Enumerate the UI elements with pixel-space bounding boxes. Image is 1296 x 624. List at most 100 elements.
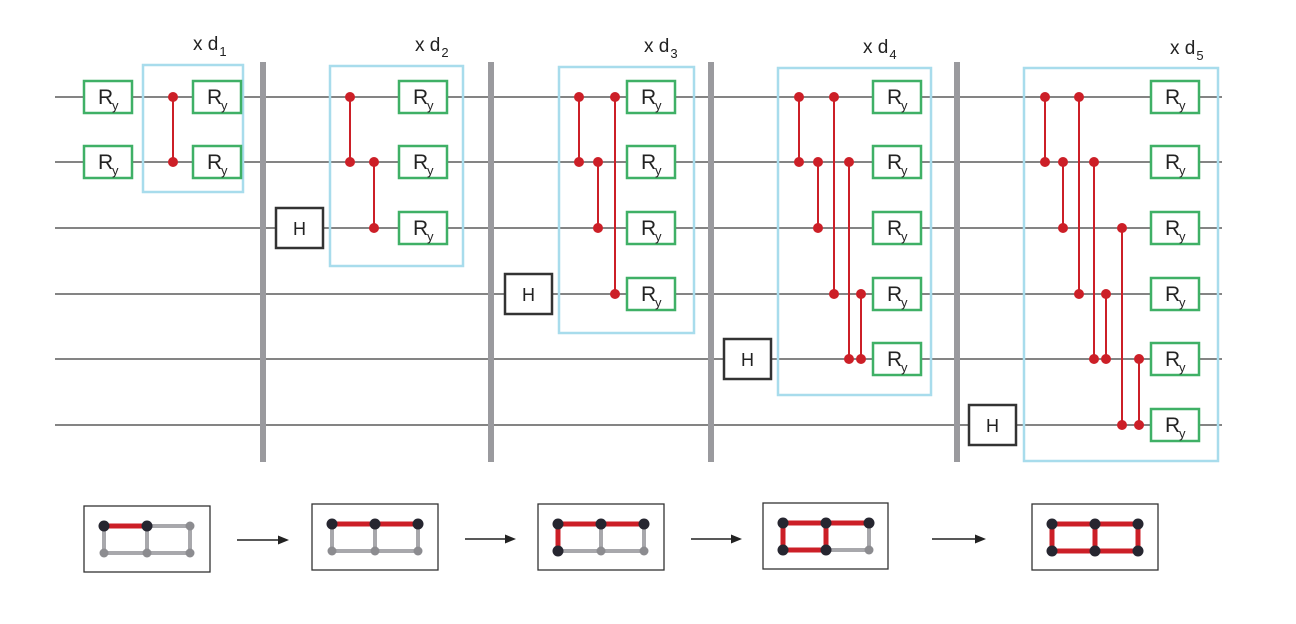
ry-gate-box	[625, 79, 677, 115]
ry-gate: Ry	[397, 210, 449, 246]
ry-gate-subscript: y	[655, 295, 662, 310]
h-gate-box	[722, 337, 773, 381]
repeat-label-text: x d	[415, 35, 440, 56]
cz-control-dot	[1074, 289, 1084, 299]
cz-control-dot	[829, 289, 839, 299]
lattice-node-inactive	[142, 548, 152, 558]
cz-control-dot	[829, 92, 839, 102]
lattice-node-active	[552, 518, 564, 530]
repeat-label-subscript: 1	[219, 44, 226, 59]
ry-gate-label: R	[1165, 414, 1180, 437]
lattice-node-active	[369, 518, 381, 530]
cz-gate	[168, 92, 178, 167]
lattice-node-inactive	[327, 546, 337, 556]
ry-gate-label: R	[887, 283, 902, 306]
lattice-node-active	[1046, 518, 1058, 530]
ry-gate-box	[1149, 407, 1201, 443]
lattice-panel	[1031, 503, 1159, 571]
ry-gate-subscript: y	[901, 295, 908, 310]
cz-control-dot	[1040, 157, 1050, 167]
ry-gate-box	[1149, 276, 1201, 312]
lattice-node-inactive	[370, 546, 380, 556]
repeat-label-subscript: 4	[889, 47, 896, 62]
ry-gate-subscript: y	[901, 229, 908, 244]
repeat-label-subscript: 5	[1196, 48, 1203, 63]
ry-gate-subscript: y	[1179, 98, 1186, 113]
ry-gate-box	[82, 79, 134, 115]
cz-control-dot	[1101, 354, 1111, 364]
lattice-node-active	[552, 545, 564, 557]
ry-gate-label: R	[887, 151, 902, 174]
cz-gate	[829, 92, 839, 299]
h-gate-box	[503, 272, 554, 316]
repeat-label-text: x d	[1170, 38, 1195, 59]
cz-gate	[369, 157, 379, 233]
ry-gate-subscript: y	[655, 98, 662, 113]
ry-gate-box	[871, 210, 923, 246]
ry-gate: Ry	[625, 79, 677, 115]
cz-gate	[1089, 157, 1099, 364]
ry-gate-box	[191, 144, 243, 180]
cz-control-dot	[794, 157, 804, 167]
cz-gate	[856, 289, 866, 364]
ry-gate-subscript: y	[1179, 360, 1186, 375]
ry-gate-label: R	[413, 86, 428, 109]
ry-gate-label: R	[641, 151, 656, 174]
cz-control-dot	[813, 157, 823, 167]
ry-gate-label: R	[887, 217, 902, 240]
lattice-node-active	[1132, 518, 1144, 530]
cz-control-dot	[1089, 157, 1099, 167]
lattice-node-inactive	[99, 548, 109, 558]
arrow-head	[278, 535, 289, 545]
ry-gate-label: R	[887, 86, 902, 109]
cz-control-dot	[844, 354, 854, 364]
ry-gate: Ry	[871, 210, 923, 246]
ry-gate-box	[871, 276, 923, 312]
ry-gate-box	[1149, 144, 1201, 180]
ry-gate-label: R	[887, 348, 902, 371]
cz-control-dot	[1074, 92, 1084, 102]
ry-gate-subscript: y	[221, 163, 228, 178]
ry-gate-box	[871, 341, 923, 377]
ry-gate: Ry	[625, 144, 677, 180]
ry-gate: Ry	[1149, 276, 1201, 312]
repeat-label-text: x d	[644, 36, 669, 57]
ry-gate: Ry	[871, 276, 923, 312]
h-gate-label: H	[986, 416, 999, 436]
ry-gate-subscript: y	[901, 98, 908, 113]
ry-gate: Ry	[82, 79, 134, 115]
cz-gate	[574, 92, 584, 167]
sequence-arrow-icon	[465, 534, 516, 544]
ry-gate-subscript: y	[427, 229, 434, 244]
cz-control-dot	[168, 92, 178, 102]
ry-gate-label: R	[98, 151, 113, 174]
lattice-node-active	[820, 517, 832, 529]
cz-control-dot	[345, 92, 355, 102]
ry-gate-subscript: y	[1179, 229, 1186, 244]
ry-gate-subscript: y	[221, 98, 228, 113]
cz-control-dot	[593, 157, 603, 167]
h-gate-label: H	[741, 350, 754, 370]
cz-gate	[345, 92, 355, 167]
ry-gate-box	[397, 144, 449, 180]
ry-gate-subscript: y	[901, 360, 908, 375]
ry-gate: Ry	[1149, 79, 1201, 115]
repeat-block	[1022, 66, 1220, 463]
ry-gate-box	[1149, 210, 1201, 246]
lattice-node-active	[141, 520, 153, 532]
ry-gate-label: R	[413, 151, 428, 174]
ry-gate-subscript: y	[112, 163, 119, 178]
ry-gate: Ry	[871, 79, 923, 115]
h-gate: H	[722, 337, 773, 381]
cz-control-dot	[794, 92, 804, 102]
lattice-node-active	[98, 520, 110, 532]
repeat-label-subscript: 2	[441, 45, 448, 60]
cz-control-dot	[593, 223, 603, 233]
h-gate-box	[967, 403, 1018, 447]
cz-control-dot	[369, 223, 379, 233]
sequence-arrow-icon	[237, 535, 289, 545]
ry-gate: Ry	[191, 144, 243, 180]
